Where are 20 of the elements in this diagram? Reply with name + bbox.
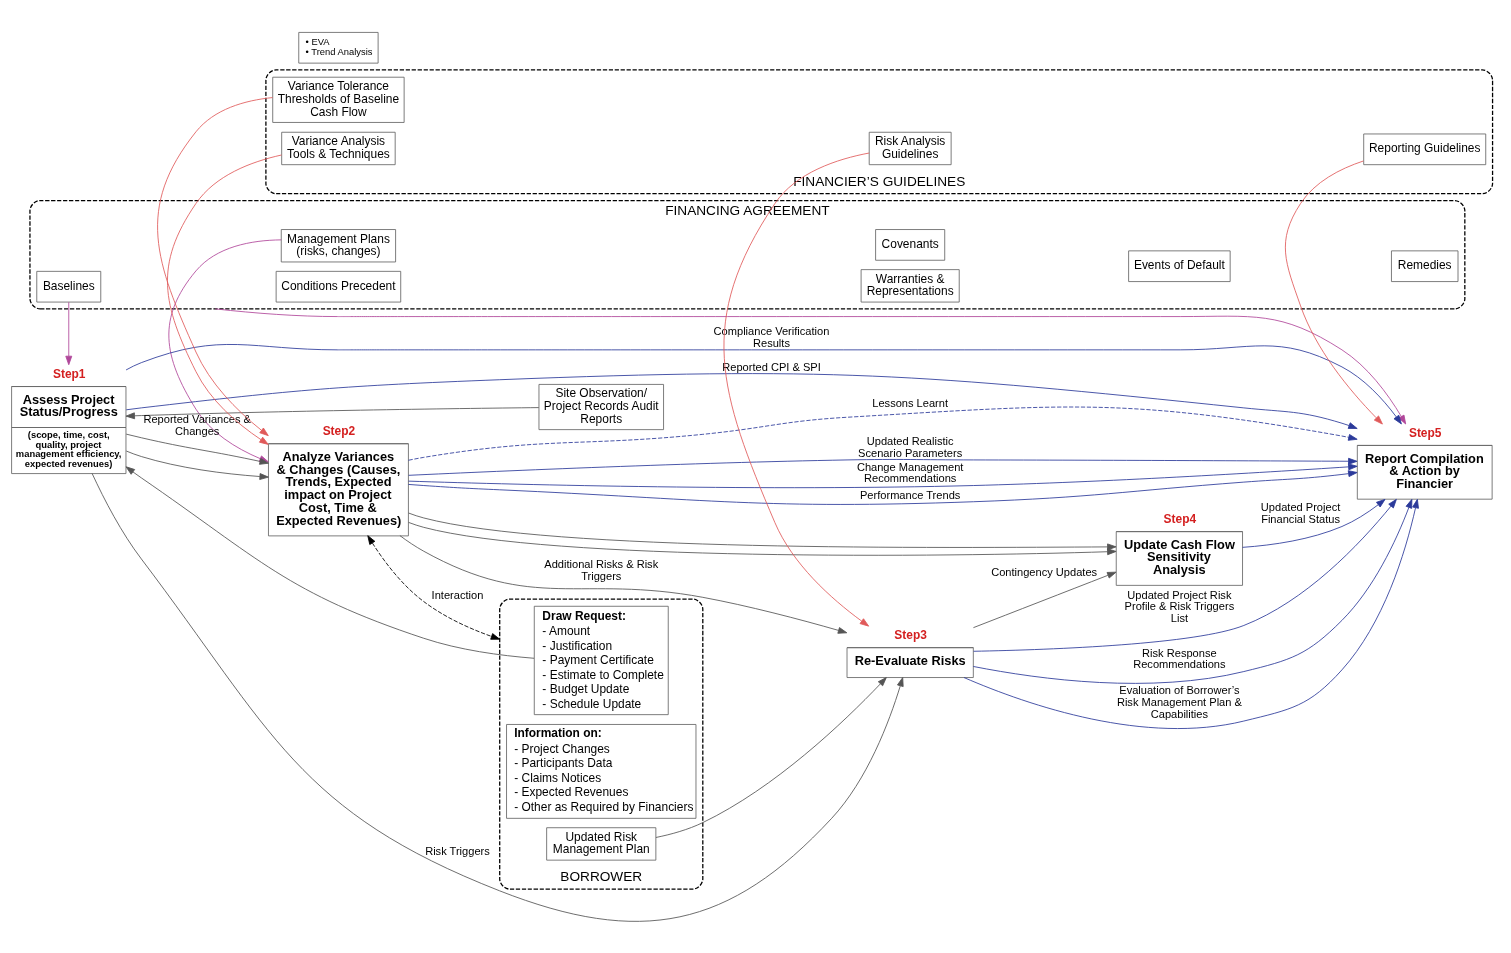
node-label: Step2 xyxy=(322,423,356,438)
edge-label: Evaluation of Borrower’s Risk Management Plan & Capabilities xyxy=(1116,683,1242,720)
edge-label: Interaction xyxy=(431,588,484,601)
edge-label: Performance Trends xyxy=(859,488,961,501)
edge-label: Compliance Verification Results xyxy=(713,324,830,349)
edge-label: Risk Triggers xyxy=(425,844,490,857)
node-label: Step3 xyxy=(894,627,927,642)
edge-label: Change Management Recommendations xyxy=(856,460,964,484)
node-label: Step4 xyxy=(1163,511,1197,526)
edge-label: Risk Response Recommendations xyxy=(1133,646,1226,670)
edge-label: Reported CPI & SPI xyxy=(722,360,821,373)
edge-label: Additional Risks & Risk Triggers xyxy=(544,557,659,582)
edge-label: Lessons Learnt xyxy=(872,396,949,409)
edge-label: Reported Variances & Changes xyxy=(143,412,251,437)
edge-label: Updated Project Risk Profile & Risk Triggers List xyxy=(1124,588,1235,624)
node-label: Step1 xyxy=(52,366,86,381)
node-label: Step5 xyxy=(1408,425,1442,440)
edge-label: Updated Realistic Scenario Parameters xyxy=(858,434,963,459)
edge-label: Contingency Updates xyxy=(991,565,1098,578)
edge-label: Updated Project Financial Status xyxy=(1260,500,1341,525)
